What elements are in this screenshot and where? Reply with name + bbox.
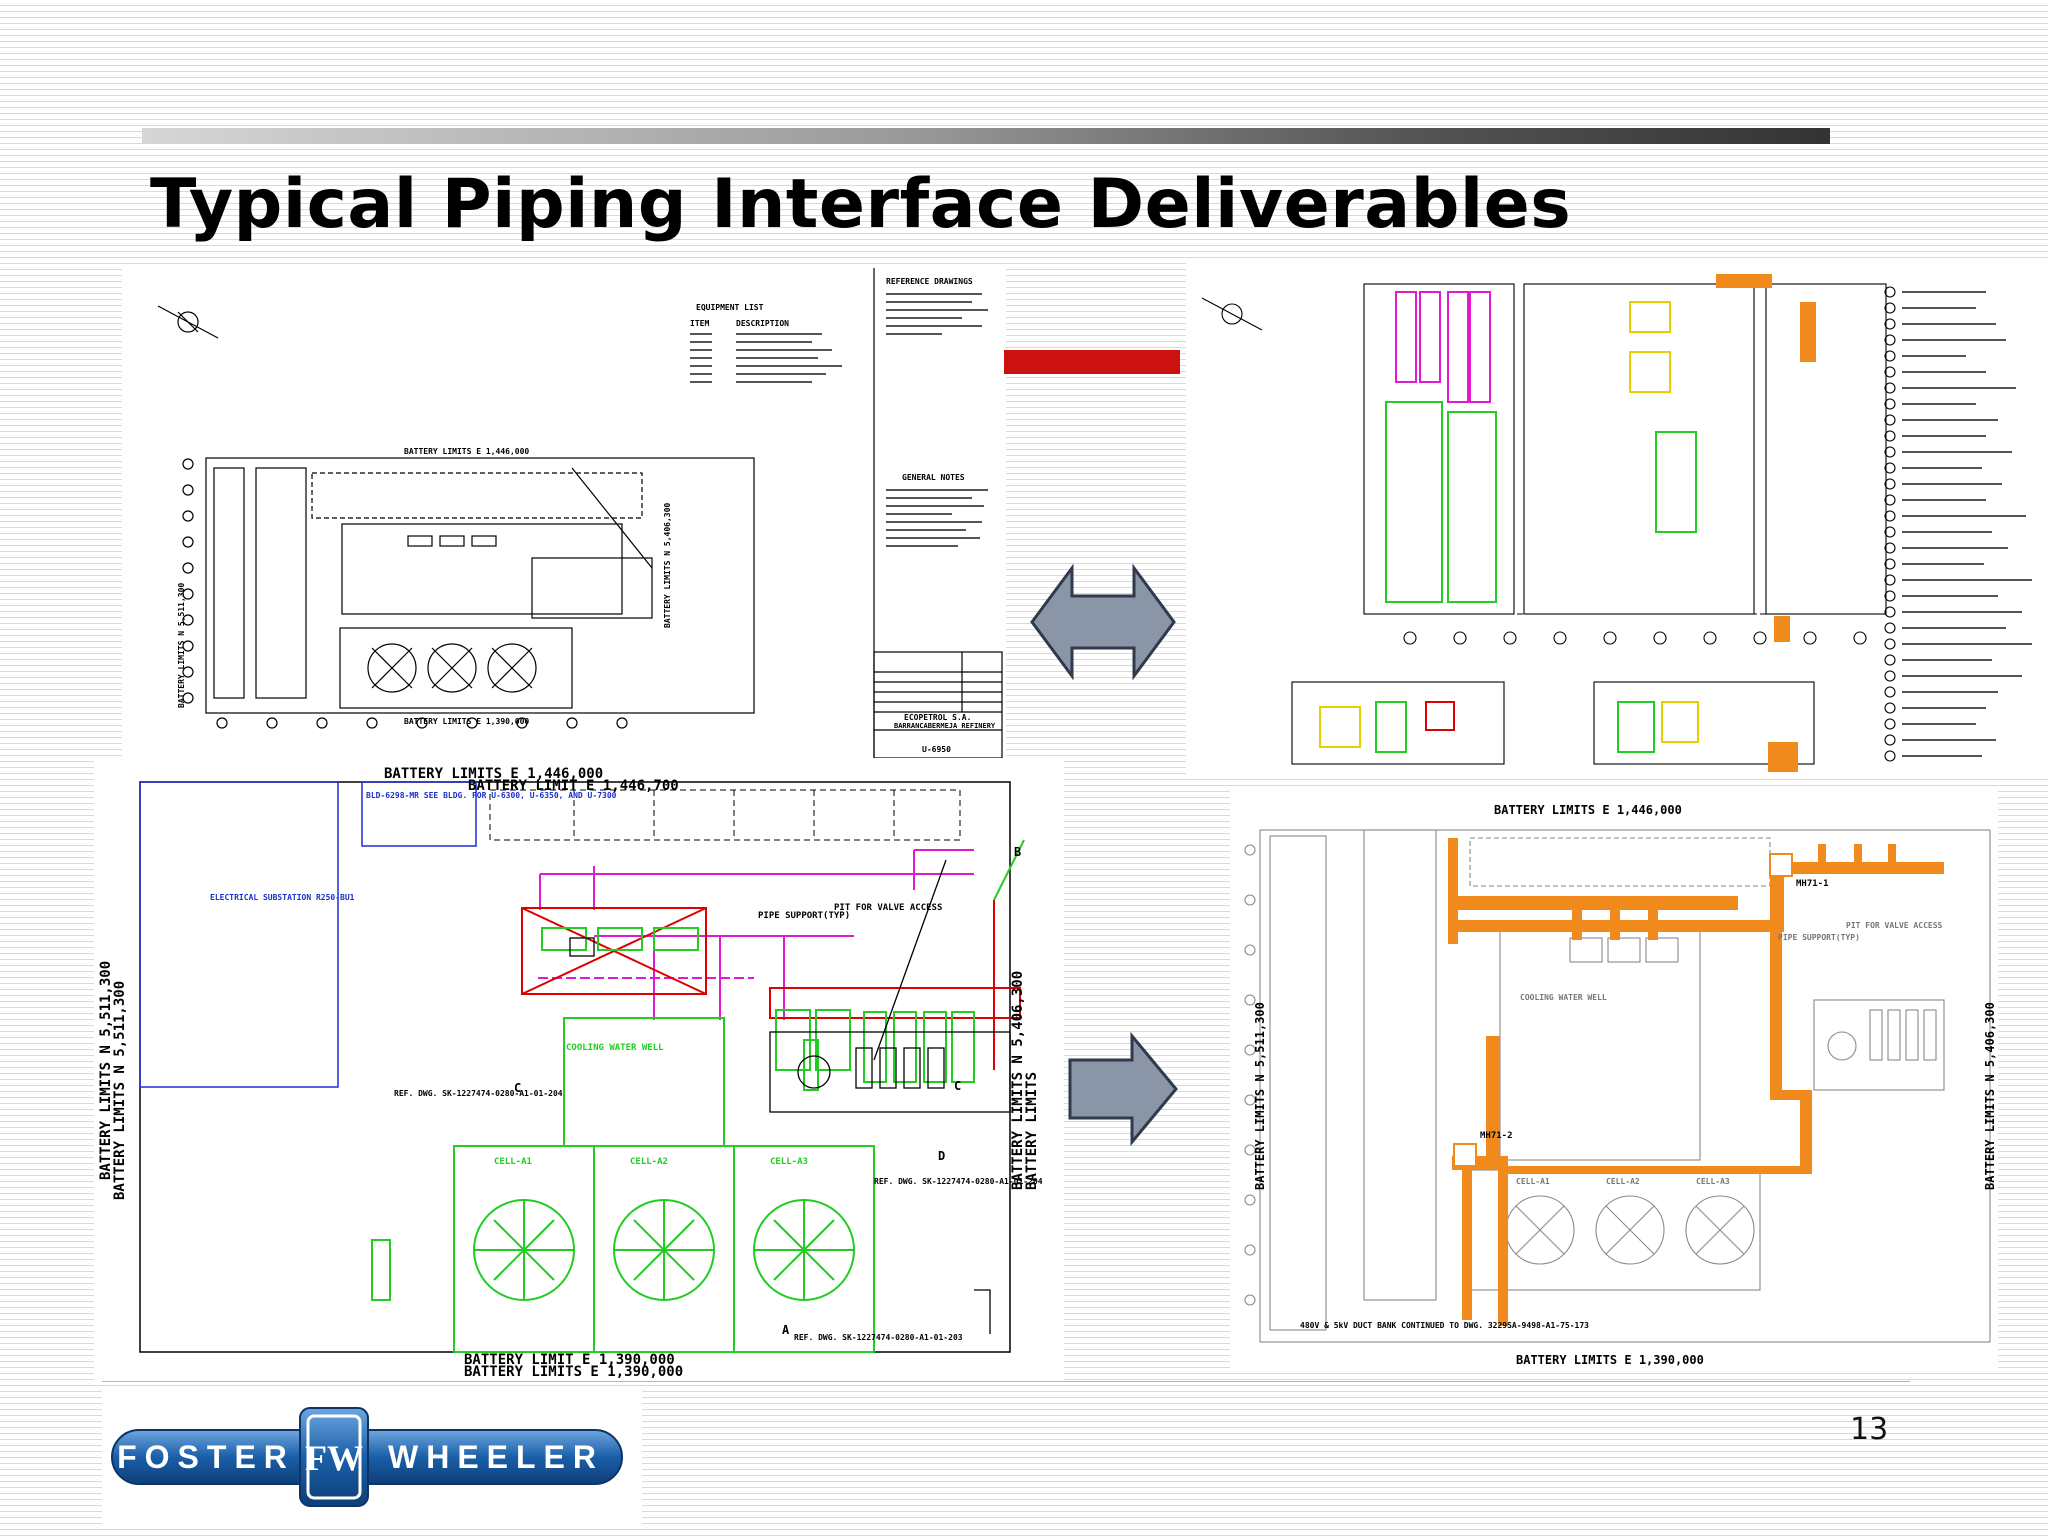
pipe-support-label: PIPE SUPPORT(TYP) [758,911,850,921]
pit-for-valve-label: PIT FOR VALVE ACCESS [1846,921,1943,930]
battery-limit-top: BATTERY LIMITS E 1,446,000 [1494,803,1682,817]
equipment-col-desc: DESCRIPTION [736,319,789,328]
duct-continuation-note: 480V & 5kV DUCT BANK CONTINUED TO DWG. 3… [1300,1321,1589,1330]
manhole-2-label: MH71-2 [1480,1131,1513,1141]
section-marker-d: D [938,1149,945,1163]
building-note-box [361,781,477,847]
company-name: ECOPETROL S.A. [904,713,971,722]
electrical-layout-panel [1186,262,2048,778]
ref-dwg-1: REF. DWG. SK-1227474-0280-A1-01-204 [394,1089,563,1098]
battery-limit-top-1: BATTERY LIMITS E 1,446,000 [384,766,603,782]
cell-a3-label: CELL-A3 [1696,1177,1730,1186]
building-note-label: BLD-6298-MR SEE BLDG. FOR U-6300, U-6350… [366,791,617,800]
unit-number: U-6950 [922,745,951,754]
logo-left-text: FOSTER [117,1439,295,1475]
cell-a2-label: CELL-A2 [630,1157,668,1167]
ref-dwg-3: REF. DWG. SK-1227474-0280-A1-01-203 [794,1333,963,1342]
manhole-1-label: MH71-1 [1796,879,1829,889]
pit-for-valve-label: PIT FOR VALVE ACCESS [834,903,942,913]
highlight-red-bar [1004,350,1180,374]
electrical-substation-label: ELECTRICAL SUBSTATION R250-BU1 [210,893,355,902]
page-number: 13 [1850,1412,1889,1447]
section-marker-c-right: C [954,1079,961,1093]
cell-a1-label: CELL-A1 [494,1157,532,1167]
electrical-substation-outline [139,781,339,1088]
piping-layout-drawing: COOLING WATER WELL CELL-A1 CELL-A2 CELL-… [98,766,1043,1380]
battery-limit-left-1: BATTERY LIMITS N 5,511,300 [98,961,114,1180]
logo-emblem: FW [305,1438,363,1478]
battery-limit-right-2: BATTERY LIMITS [1024,1072,1040,1190]
general-notes-heading: GENERAL NOTES [902,473,965,482]
battery-limit-left-2: BATTERY LIMITS N 5,511,300 [112,981,128,1200]
battery-limit-right-1: BATTERY LIMITS N 5,406,300 [1010,971,1026,1190]
equipment-list-heading: EQUIPMENT LIST [696,303,764,312]
north-arrow-icon [1201,297,1263,331]
battery-limit-top-2: BATTERY LIMIT E 1,446,700 [468,778,679,794]
layout-drawing: BATTERY LIMITS E 1,446,000 BATTERY LIMIT… [157,268,1003,758]
section-marker-c-left: C [514,1081,521,1095]
battery-limit-right: BATTERY LIMITS N 5,406,300 [663,503,672,628]
north-arrow-icon [157,305,219,339]
battery-limit-left: BATTERY LIMITS N 5,511,300 [1253,1002,1267,1190]
footer-divider [102,1381,1910,1382]
battery-limit-top: BATTERY LIMITS E 1,446,000 [404,447,529,456]
equipment-col-item: ITEM [690,319,709,328]
section-marker-a: A [782,1323,790,1337]
foster-wheeler-logo: FOSTER FW WHEELER [102,1390,642,1528]
battery-limit-bottom-1: BATTERY LIMIT E 1,390,000 [464,1352,675,1368]
reference-drawings-heading: REFERENCE DRAWINGS [886,277,973,286]
cell-a2-label: CELL-A2 [1606,1177,1640,1186]
ref-dwg-2: REF. DWG. SK-1227474-0280-A1-01-204 [874,1177,1043,1186]
battery-limit-bottom-2: BATTERY LIMITS E 1,390,000 [464,1364,683,1380]
battery-limit-bottom: BATTERY LIMITS E 1,390,000 [404,717,529,726]
battery-limit-bottom: BATTERY LIMITS E 1,390,000 [1516,1353,1704,1367]
cell-a1-label: CELL-A1 [1516,1177,1550,1186]
logo-right-text: WHEELER [388,1439,604,1475]
duct-bank-layout-panel: BATTERY LIMITS E 1,446,000 BATTERY LIMIT… [1230,790,1998,1370]
layout-drawing-panel: BATTERY LIMITS E 1,446,000 BATTERY LIMIT… [122,268,1006,758]
duct-bank-layout-drawing: BATTERY LIMITS E 1,446,000 BATTERY LIMIT… [1244,803,1997,1367]
electrical-layout-drawing [1201,274,2032,772]
battery-limit-left: BATTERY LIMITS N 5,511,300 [177,583,186,708]
section-marker-b: B [1014,845,1021,859]
pipe-support-label: PIPE SUPPORT(TYP) [1778,933,1860,942]
company-sub: BARRANCABERMEJA REFINERY [894,722,996,730]
right-arrow-icon [1068,1032,1178,1146]
double-arrow-icon [1030,563,1176,681]
slide-title: Typical Piping Interface Deliverables [150,165,1572,244]
cooling-water-label: COOLING WATER WELL [1520,993,1607,1002]
battery-limit-right: BATTERY LIMITS N 5,406,300 [1983,1002,1997,1190]
piping-layout-panel: COOLING WATER WELL CELL-A1 CELL-A2 CELL-… [94,760,1064,1380]
cell-a3-label: CELL-A3 [770,1157,808,1167]
title-decoration-bar [142,128,1830,144]
cooling-water-label: COOLING WATER WELL [566,1043,664,1053]
